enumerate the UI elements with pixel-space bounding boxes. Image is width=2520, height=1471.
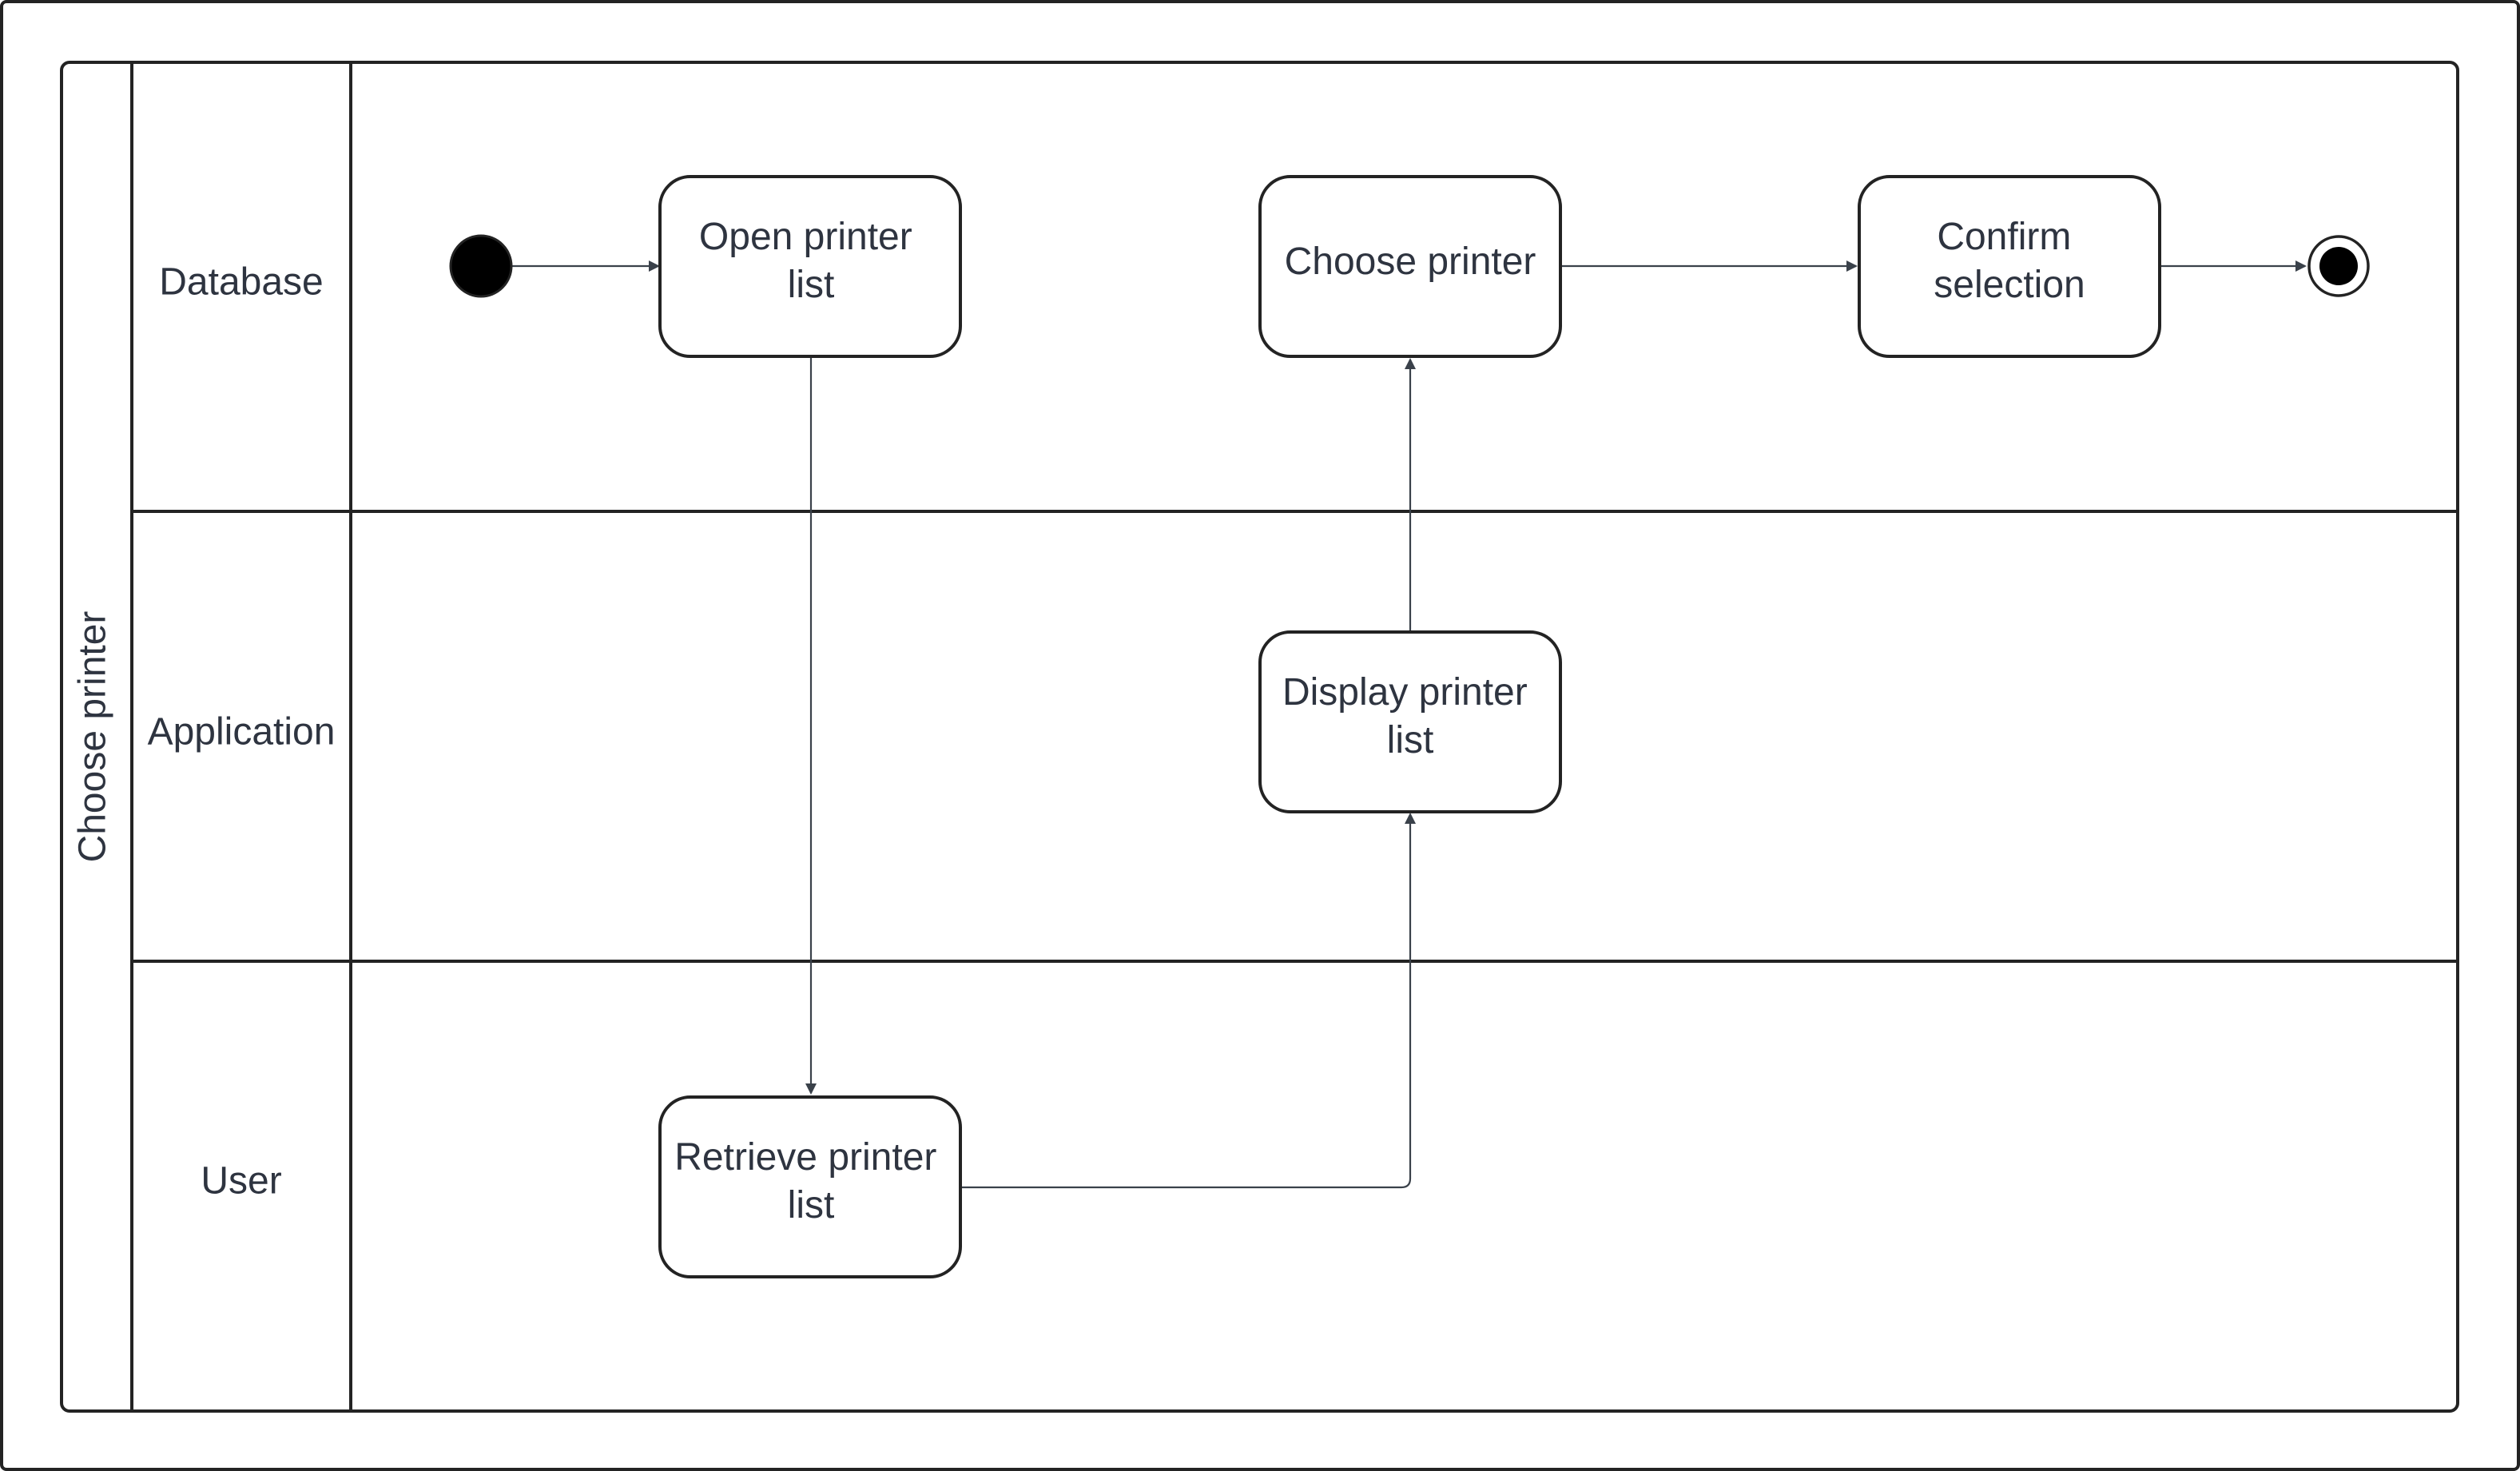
svg-text:Open printer list: Open printer list: [699, 216, 923, 306]
svg-text:Display printer list: Display printer list: [1282, 671, 1538, 761]
action-retrieve-printer-list[interactable]: Retrieve printer list: [658, 1095, 962, 1278]
node-label-line: Retrieve printer: [674, 1136, 936, 1179]
action-display-printer-list[interactable]: Display printer list: [1258, 630, 1562, 813]
node-label-line: Open printer: [699, 216, 912, 258]
edge-retrieve-list-to-display-list: [960, 813, 1416, 1189]
lane-label-database: Database: [159, 261, 323, 304]
action-choose-printer[interactable]: Choose printer: [1258, 175, 1562, 358]
final-node: [2307, 235, 2370, 297]
node-label-line: list: [1387, 719, 1434, 761]
svg-text:Confirm selection: Confirm selection: [1934, 216, 2085, 306]
node-label-line: list: [788, 1184, 835, 1226]
node-label-line: selection: [1934, 264, 2085, 306]
lane-label-user: User: [201, 1160, 281, 1203]
svg-text:Retrieve printer list: Retrieve printer list: [674, 1136, 947, 1226]
node-label-line: Display printer: [1282, 671, 1528, 714]
initial-node: [449, 234, 513, 298]
node-label-line: Choose printer: [1285, 241, 1536, 283]
node-label-line: Confirm: [1937, 216, 2071, 258]
action-open-printer-list[interactable]: Open printer list: [658, 175, 962, 358]
pool-title: Choose printer: [72, 611, 114, 863]
action-confirm-selection[interactable]: Confirm selection: [1858, 175, 2161, 358]
node-label-line: list: [788, 264, 835, 306]
lane-label-application: Application: [148, 711, 336, 753]
svg-text:Choose printer: Choose printer: [1285, 241, 1536, 283]
